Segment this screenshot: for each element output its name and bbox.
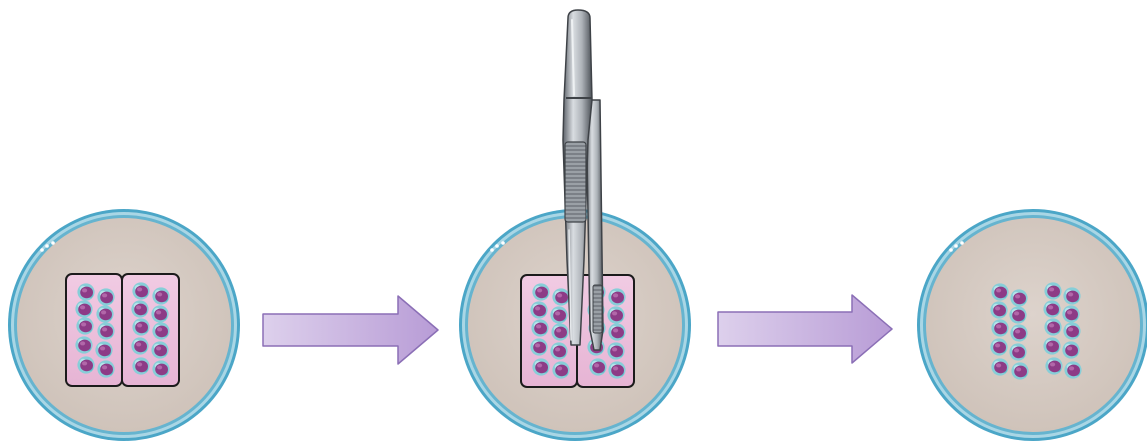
right-arrow-icon [263,296,438,364]
right-arrow-icon [718,295,892,363]
panel-before [8,209,240,441]
panel-after [917,209,1147,441]
petri-dish-icon [917,209,1147,441]
panel-removal [459,10,691,441]
